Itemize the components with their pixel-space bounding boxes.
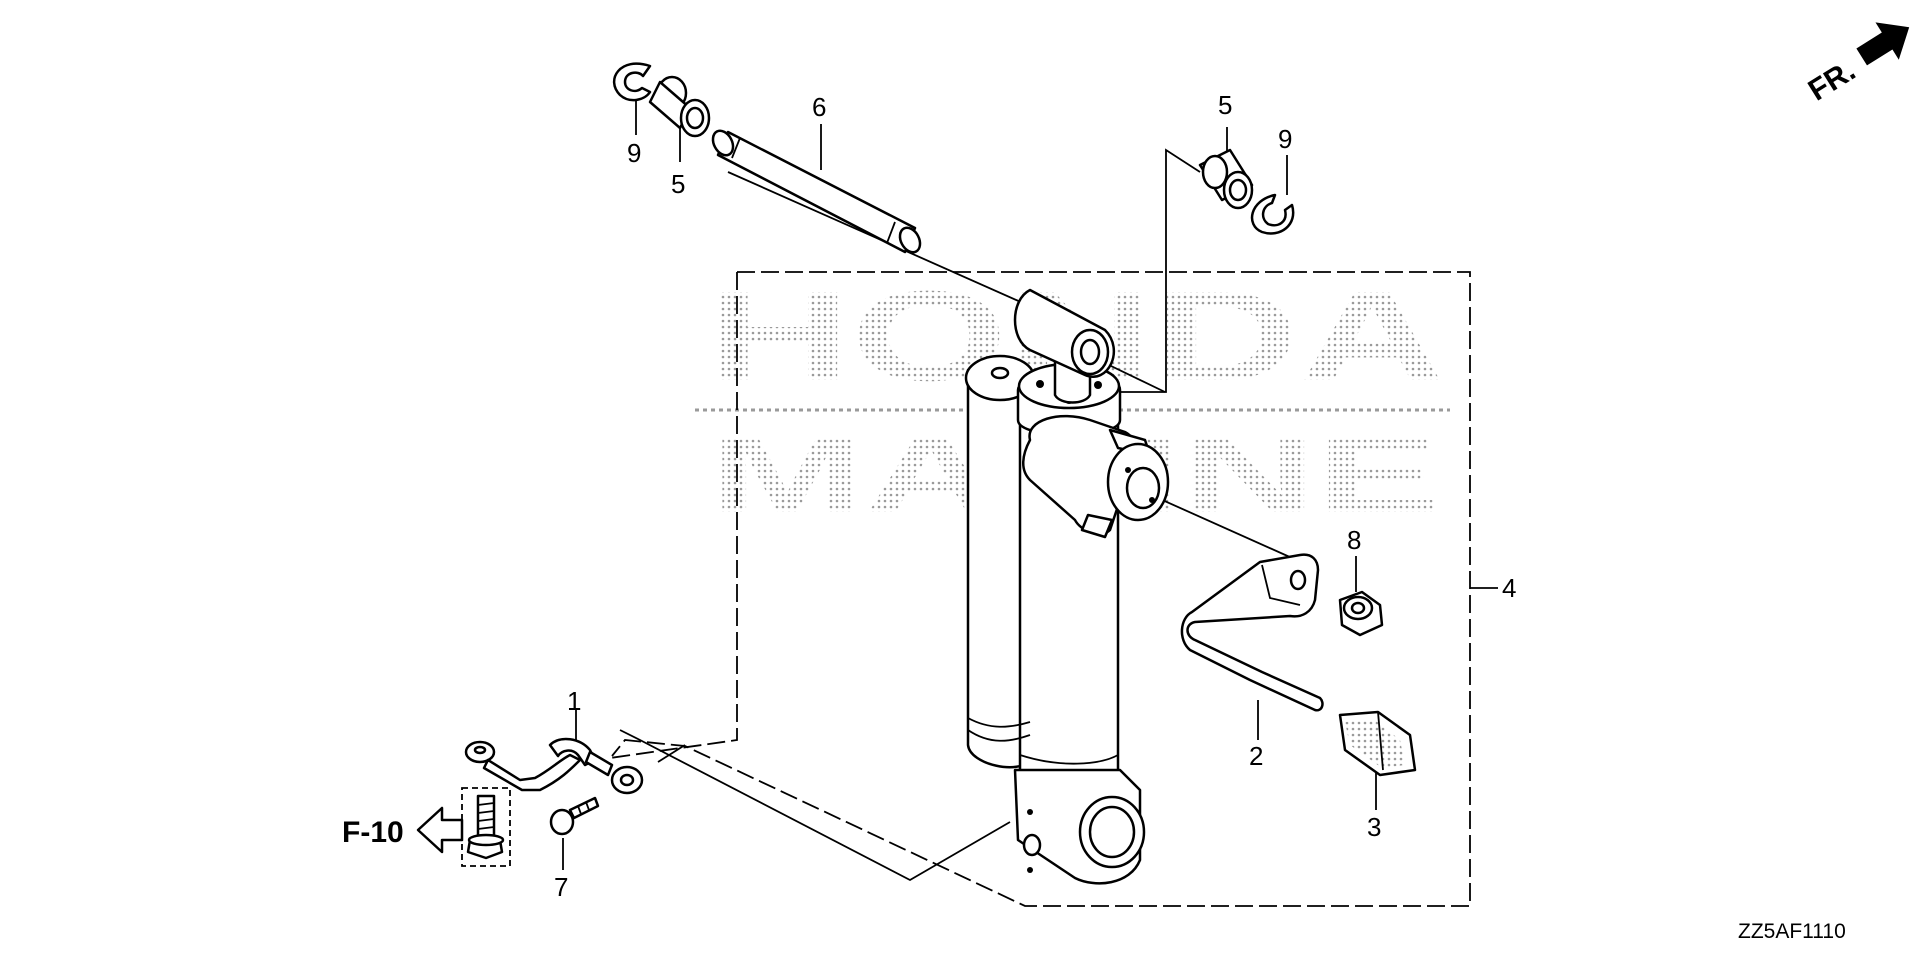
- callout-5-right: 5: [1218, 90, 1232, 120]
- reference-label: F-10: [342, 816, 404, 849]
- bushing-5-right: [1198, 148, 1254, 210]
- pad-3: [1338, 710, 1417, 777]
- callout-9-right: 9: [1278, 124, 1292, 154]
- callout-8: 8: [1347, 525, 1361, 555]
- arrow-right-icon: [1856, 22, 1910, 66]
- clip-9-left: [612, 62, 652, 102]
- figure-code: ZZ5AF1110: [1738, 920, 1846, 943]
- screw-7: [549, 796, 600, 836]
- callout-2: 2: [1249, 741, 1263, 771]
- pin-6: [711, 129, 922, 254]
- callout-6: 6: [812, 92, 826, 122]
- callout-9-left: 9: [627, 138, 641, 168]
- callout-1: 1: [567, 686, 581, 716]
- ground-cable-1: [464, 737, 644, 795]
- leader-cable-end: [657, 744, 686, 763]
- clip-9-right: [1250, 193, 1295, 235]
- leader-bracket: [1139, 489, 1293, 559]
- reference-bolt: [461, 787, 511, 867]
- assembly-boundary: [611, 271, 1471, 907]
- assembly-boundary-left: [609, 272, 738, 759]
- tilt-cylinder: [964, 288, 1170, 885]
- front-direction-marker: FR.: [1803, 22, 1910, 108]
- callout-7: 7: [554, 872, 568, 902]
- nut-8: [1338, 590, 1384, 637]
- arrow-left-icon: [416, 806, 464, 854]
- reference-link[interactable]: F-10: [342, 806, 464, 854]
- front-label: FR.: [1803, 54, 1861, 108]
- callout-3: 3: [1367, 812, 1381, 842]
- callout-5-left: 5: [671, 169, 685, 199]
- leader-cable: [619, 729, 1011, 882]
- callout-4: 4: [1502, 573, 1516, 603]
- bracket-2: [1180, 553, 1324, 712]
- bushing-5-left: [648, 75, 711, 138]
- leader-5-right: [1110, 148, 1201, 393]
